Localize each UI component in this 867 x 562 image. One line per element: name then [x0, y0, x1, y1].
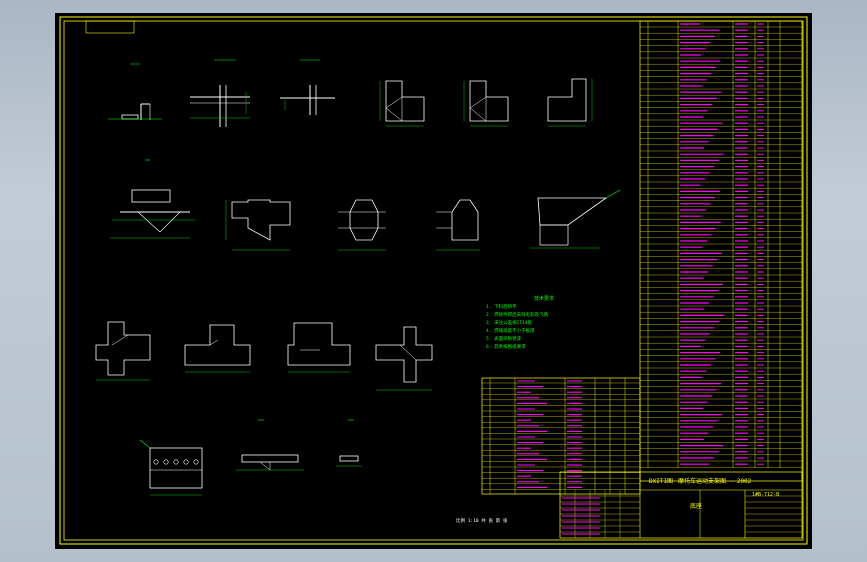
notes-line-5: 5. 表面涂防锈漆 — [486, 335, 522, 342]
notes-heading: 技术要求 — [534, 295, 554, 302]
title-block: DXITI图 摩托车运动支架图 - 2002 1#B-712-B 底座 比例 1… — [456, 477, 779, 524]
bottom-note: 比例 1:10 共 张 第 张 — [456, 517, 508, 524]
part-details — [95, 59, 621, 496]
part-web-d — [375, 326, 433, 383]
cad-line — [209, 339, 219, 346]
part-plate-a — [385, 80, 425, 122]
drawing-frame — [59, 16, 808, 545]
sub-parts-table — [481, 377, 641, 495]
model-space-background — [55, 13, 812, 549]
part-gusset-b — [349, 199, 379, 241]
main-parts-table — [639, 20, 803, 482]
notes-line-2: 2. 焊接件焊后去除毛刺及飞溅 — [486, 311, 549, 318]
cad-line — [605, 189, 621, 199]
notes-line-3: 3. 未注公差按IT14级 — [486, 319, 532, 326]
cad-line — [259, 461, 271, 471]
part-small-plate — [339, 455, 359, 462]
bolt-hole — [183, 459, 189, 465]
part-web-a — [95, 321, 151, 376]
part-bracket — [131, 189, 171, 203]
cad-line — [139, 439, 151, 449]
title-block-frame — [559, 471, 803, 539]
cad-line — [159, 211, 181, 233]
cad-outline — [385, 96, 403, 122]
part-name: 底座 — [690, 502, 702, 510]
title-code: DXITI图 — [649, 478, 673, 485]
inner-border — [63, 20, 804, 541]
part-web-b — [184, 324, 251, 366]
bolt-hole — [173, 459, 179, 465]
cad-outline — [469, 96, 487, 122]
bolt-hole — [193, 459, 199, 465]
technical-notes: 技术要求 1. 下料后矫平 2. 焊接件焊后去除毛刺及飞溅 3. 未注公差按IT… — [486, 295, 554, 350]
part-assembly — [149, 447, 203, 489]
title-sub: 1#B-712-B — [752, 492, 779, 498]
cad-line — [399, 344, 417, 361]
cad-rect — [539, 224, 569, 246]
part-plate-c — [547, 78, 587, 122]
parts-tables — [481, 20, 803, 539]
notes-line-1: 1. 下料后矫平 — [486, 303, 517, 310]
outer-border — [59, 16, 808, 545]
cad-line — [137, 211, 161, 233]
cad-line — [111, 334, 129, 346]
notes-line-6: 6. 其余按图纸要求 — [486, 343, 526, 350]
title-main: 摩托车运动支架图 - 2002 — [678, 477, 752, 485]
bolt-hole — [163, 459, 169, 465]
part-plate-b — [469, 80, 509, 122]
corner-stamp — [85, 20, 135, 34]
part-gusset-a — [231, 199, 291, 241]
part-web-c — [287, 322, 351, 366]
notes-line-4: 4. 焊缝高度不小于板厚 — [486, 327, 535, 334]
bolt-hole — [153, 459, 159, 465]
